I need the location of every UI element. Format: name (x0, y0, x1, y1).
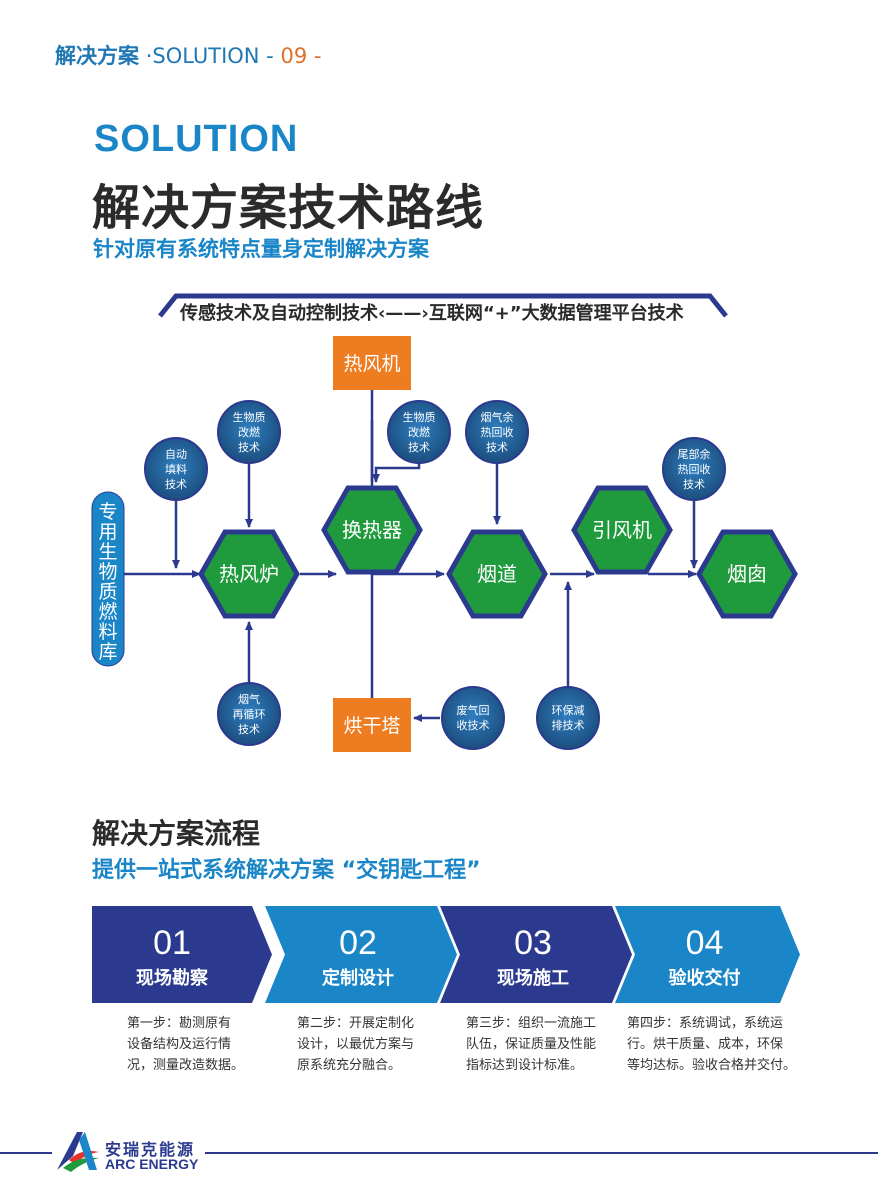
page-header: 解决方案 ·SOLUTION - 09 - (55, 40, 321, 70)
biomass-2-l2: 改燃 (408, 425, 430, 439)
solution-subtitle: 针对原有系统特点量身定制解决方案 (93, 237, 429, 261)
waste-gas-l1: 废气回 (457, 703, 490, 717)
step-04-desc-l1: 第四步：系统调试，系统运 (627, 1016, 784, 1031)
hot-air-blower-box (333, 336, 411, 390)
step-02-desc-l1: 第二步：开展定制化 (297, 1016, 415, 1031)
biomass-fuel-store-label: 专 用 生 物 质 燃 料 库 (98, 501, 117, 663)
step-04-desc: 第四步：系统调试，系统运 行。烘干质量、成本，环保 等均达标。验收合格并交付。 (627, 1013, 797, 1076)
step-02-desc-l2: 设计，以最优方案与 (297, 1037, 415, 1052)
solution-title: 解决方案技术路线 (92, 180, 485, 236)
tail-heat-l1: 尾部余 (678, 447, 711, 461)
hex-chimney: 烟囱 (696, 529, 798, 619)
hex-exchanger-label: 换热器 (342, 518, 402, 542)
tail-heat-l3: 技术 (683, 478, 705, 491)
step-02: 02 定制设计 (265, 906, 457, 1003)
flue-heat-l1: 烟气余 (481, 410, 514, 424)
step-01-number: 01 (153, 924, 191, 962)
step-01-desc-l2: 设备结构及运行情 (127, 1037, 232, 1052)
step-01-desc-l3: 况，测量改造数据。 (127, 1058, 245, 1073)
auto-feed-l1: 自动 (165, 448, 187, 461)
step-02-desc-l3: 原系统充分融合。 (297, 1058, 402, 1073)
flow-subtitle: 提供一站式系统解决方案 “交钥匙工程” (92, 858, 481, 883)
step-04-desc-l3: 等均达标。验收合格并交付。 (627, 1058, 797, 1073)
store-char-1: 用 (98, 521, 117, 543)
circle-env-emission: 环保减 排技术 (536, 686, 600, 750)
flue-recirc-l1: 烟气 (238, 692, 260, 706)
hex-furnace: 热风炉 (198, 529, 300, 619)
auto-feed-l3: 技术 (165, 478, 187, 491)
hex-flue: 烟道 (446, 529, 548, 619)
tail-heat-l2: 热回收 (678, 462, 711, 476)
hex-exchanger: 换热器 (321, 485, 423, 575)
circle-biomass-1: 生物质 改燃 技术 (217, 400, 281, 464)
step-03-label: 现场施工 (497, 968, 569, 989)
header-cn: 解决方案 (55, 44, 139, 68)
biomass-1-l1: 生物质 (233, 410, 266, 424)
circle-waste-gas: 废气回 收技术 (441, 686, 505, 750)
biomass-2-l1: 生物质 (403, 410, 436, 424)
footer-line-right (205, 1152, 878, 1154)
step-03: 03 现场施工 (440, 906, 632, 1003)
header-en: ·SOLUTION - (145, 44, 274, 68)
step-03-number: 03 (514, 924, 552, 962)
store-char-6: 料 (98, 621, 117, 643)
step-02-number: 02 (339, 924, 377, 962)
circle-flue-recirc: 烟气 再循环 技术 (217, 682, 281, 746)
store-char-5: 燃 (98, 601, 117, 623)
hex-furnace-label: 热风炉 (219, 562, 279, 586)
step-01: 01 现场勘察 (92, 906, 272, 1003)
circle-biomass-2: 生物质 改燃 技术 (387, 400, 451, 464)
flue-recirc-l2: 再循环 (233, 708, 266, 721)
footer-line-left (0, 1152, 52, 1154)
auto-feed-l2: 填料 (165, 462, 187, 476)
store-char-2: 生 (98, 541, 117, 563)
step-04-label: 验收交付 (668, 968, 741, 989)
step-03-desc-l1: 第三步：组织一流施工 (466, 1016, 597, 1031)
tech-route-diagram: 专 用 生 物 质 燃 料 库 热风机 烘干塔 热风炉 换热器 烟道 引风机 烟… (91, 293, 798, 752)
step-04: 04 验收交付 (615, 906, 800, 1003)
step-03-desc: 第三步：组织一流施工 队伍，保证质量及性能 指标达到设计标准。 (466, 1013, 606, 1076)
step-01-desc-l1: 第一步：勘测原有 (127, 1016, 232, 1031)
store-char-3: 物 (98, 561, 117, 583)
page-number: 09 - (280, 44, 322, 68)
step-01-label: 现场勘察 (136, 968, 208, 989)
solution-en-title: SOLUTION (94, 118, 299, 160)
env-emission-l1: 环保减 (552, 703, 585, 717)
brand-name-en: ARC ENERGY (105, 1156, 199, 1172)
step-03-desc-l3: 指标达到设计标准。 (466, 1058, 584, 1073)
tech-banner: 传感技术及自动控制技术‹——›互联网“+”大数据管理平台技术 (180, 303, 684, 324)
biomass-fuel-store (91, 491, 125, 667)
drying-tower-box (333, 698, 411, 752)
step-04-number: 04 (685, 924, 724, 962)
store-char-0: 专 (98, 501, 117, 523)
arc-logo-icon (57, 1132, 99, 1172)
brand-name-cn: 安瑞克能源 (105, 1140, 196, 1159)
step-02-label: 定制设计 (322, 968, 394, 989)
flue-heat-l2: 热回收 (481, 425, 514, 439)
step-03-desc-l2: 队伍，保证质量及性能 (466, 1037, 597, 1052)
step-04-desc-l2: 行。烘干质量、成本，环保 (627, 1037, 784, 1052)
hot-air-blower-label: 热风机 (343, 353, 400, 375)
circle-auto-feed: 自动 填料 技术 (144, 437, 208, 501)
hex-fan-label: 引风机 (592, 518, 652, 542)
biomass-1-l2: 改燃 (238, 425, 260, 439)
waste-gas-l2: 收技术 (457, 718, 490, 732)
flow-title: 解决方案流程 (92, 817, 261, 850)
store-char-7: 库 (98, 641, 117, 663)
hex-fan: 引风机 (571, 485, 673, 575)
drying-tower-label: 烘干塔 (343, 715, 400, 737)
circle-tail-heat: 尾部余 热回收 技术 (662, 437, 726, 501)
biomass-2-l3: 技术 (408, 441, 430, 454)
step-01-desc: 第一步：勘测原有 设备结构及运行情 况，测量改造数据。 (127, 1013, 267, 1076)
store-char-4: 质 (98, 581, 117, 603)
circle-flue-heat: 烟气余 热回收 技术 (465, 400, 529, 464)
banner-bracket (158, 293, 728, 318)
flue-heat-l3: 技术 (486, 441, 508, 454)
env-emission-l2: 排技术 (552, 718, 585, 732)
flue-recirc-l3: 技术 (238, 723, 260, 736)
hex-chimney-label: 烟囱 (727, 562, 767, 586)
hex-flue-label: 烟道 (477, 562, 517, 586)
biomass-1-l3: 技术 (238, 441, 260, 454)
step-02-desc: 第二步：开展定制化 设计，以最优方案与 原系统充分融合。 (297, 1013, 437, 1076)
